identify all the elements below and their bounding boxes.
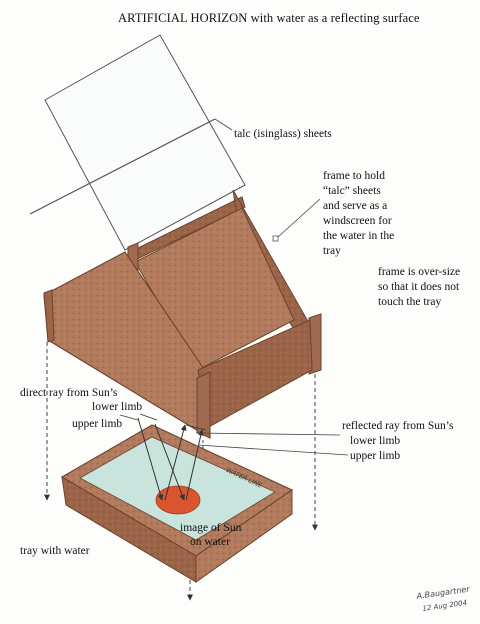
talc-leader-line xyxy=(214,118,233,131)
label-talc-sheets: talc (isinglass) sheets xyxy=(234,128,332,140)
label-oversize-line1: frame is over-size xyxy=(378,266,461,278)
reflected-ray-lower xyxy=(164,424,187,501)
label-image-line1: image of Sun xyxy=(180,522,242,534)
light-rays xyxy=(137,413,207,501)
talc-sheet xyxy=(29,34,246,251)
label-tray-with-water: tray with water xyxy=(20,545,90,557)
label-oversize-line2: so that it does not xyxy=(378,281,460,293)
sun-image xyxy=(155,485,201,515)
talc-sheet-rod xyxy=(29,118,216,215)
diagram-title: ARTIFICIAL HORIZON with water as a refle… xyxy=(118,11,420,25)
label-frame-line5: the water in the xyxy=(323,230,395,242)
label-direct-ray-line2: lower limb xyxy=(92,401,143,413)
leader-lines xyxy=(119,198,349,456)
reflected-ray-upper xyxy=(185,429,204,501)
label-reflected-upper-limb: upper limb xyxy=(350,450,401,462)
label-direct-ray-line1: direct ray from Sun’s xyxy=(20,387,118,399)
label-frame-line1: frame to hold xyxy=(323,170,385,182)
label-frame-line4: windscreen for xyxy=(323,215,392,227)
direct-ray-lower xyxy=(137,417,164,501)
label-reflected-ray-line2: lower limb xyxy=(350,435,401,447)
label-direct-upper-limb: upper limb xyxy=(72,418,123,430)
label-oversize-line3: touch the tray xyxy=(378,296,442,308)
label-frame-line3: and serve as a xyxy=(323,200,388,212)
frame xyxy=(43,189,322,439)
label-reflected-ray-line1: reflected ray from Sun’s xyxy=(342,420,454,432)
label-image-line2: on water xyxy=(190,536,230,548)
direct-ray-upper xyxy=(154,423,185,501)
label-frame-line2: “talc” sheets xyxy=(323,185,381,197)
label-frame-line6: tray xyxy=(323,245,341,257)
